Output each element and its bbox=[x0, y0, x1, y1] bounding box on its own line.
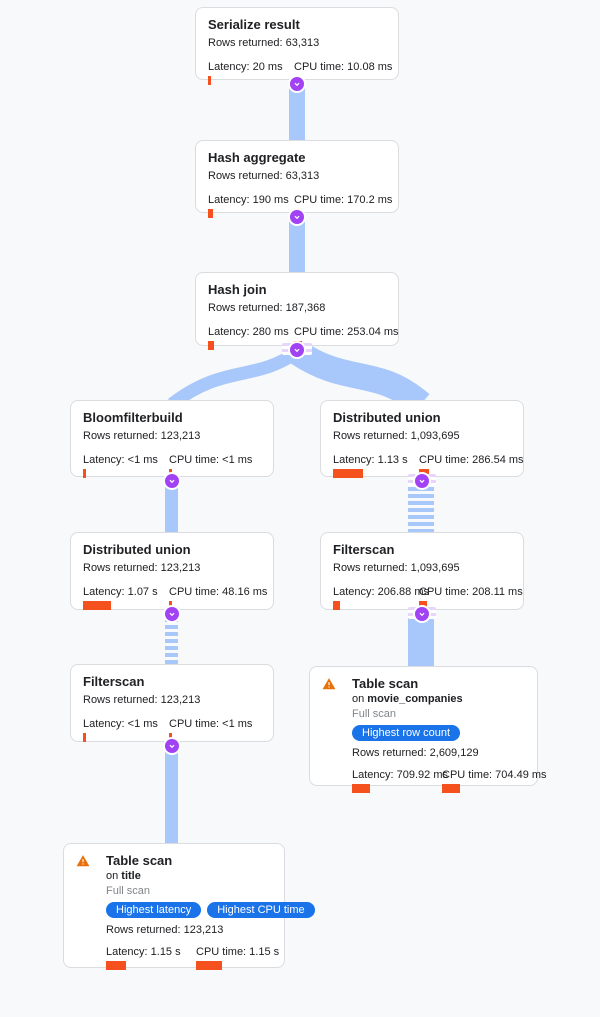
node-title: Hash join bbox=[208, 282, 267, 297]
latency-bar bbox=[333, 601, 340, 610]
flow-edge-hashjoin-split bbox=[168, 346, 430, 408]
node-title: Table scan bbox=[352, 676, 419, 691]
flow-edge-hashagg-hashjoin bbox=[289, 212, 305, 273]
flow-edge-bloom-distunion bbox=[165, 476, 178, 533]
cpu-time-bar bbox=[169, 469, 172, 478]
latency-bar bbox=[106, 961, 126, 970]
node-title: Bloomfilterbuild bbox=[83, 410, 183, 425]
latency-bar bbox=[208, 209, 213, 218]
chevron-down-icon bbox=[169, 612, 175, 617]
flow-edge-distunion-filterscan-left bbox=[165, 618, 178, 665]
plan-node-filterscan-left[interactable]: Filterscan Rows returned: 123,213 Latenc… bbox=[70, 664, 274, 753]
cpu-time-bar bbox=[196, 961, 222, 970]
rows-returned: Rows returned: 1,093,695 bbox=[333, 430, 460, 442]
chevron-down-icon bbox=[419, 612, 425, 617]
cpu-time-bar bbox=[442, 784, 460, 793]
plan-node-serialize-result[interactable]: Serialize result Rows returned: 63,313 L… bbox=[195, 7, 399, 91]
rows-returned: Rows returned: 123,213 bbox=[83, 430, 201, 442]
rows-returned: Rows returned: 63,313 bbox=[208, 170, 320, 182]
warning-icon bbox=[76, 855, 90, 867]
node-title: Filterscan bbox=[83, 674, 145, 689]
plan-node-bloomfilterbuild[interactable]: Bloomfilterbuild Rows returned: 123,213 … bbox=[70, 400, 274, 488]
node-title: Table scan bbox=[106, 853, 173, 868]
cpu-time-label: CPU time: 48.16 ms bbox=[169, 586, 268, 598]
collapse-node-button[interactable] bbox=[415, 474, 429, 488]
cpu-time-bar bbox=[169, 733, 172, 742]
highest-latency-badge: Highest latency bbox=[106, 902, 202, 918]
latency-label: Latency: 1.15 s bbox=[106, 946, 181, 958]
plan-node-hash-aggregate[interactable]: Hash aggregate Rows returned: 63,313 Lat… bbox=[195, 140, 399, 224]
scan-type: Full scan bbox=[106, 885, 151, 897]
cpu-time-label: CPU time: 286.54 ms bbox=[419, 454, 524, 466]
chevron-down-icon bbox=[294, 348, 300, 353]
chevron-down-icon bbox=[419, 479, 425, 484]
latency-label: Latency: 1.07 s bbox=[83, 586, 158, 598]
plan-node-filterscan-right[interactable]: Filterscan Rows returned: 1,093,695 Late… bbox=[320, 532, 524, 621]
cpu-time-label: CPU time: 1.15 s bbox=[196, 946, 280, 958]
plan-node-table-scan-movie-companies[interactable]: Table scan on movie_companies Full scan … bbox=[309, 666, 547, 793]
cpu-time-label: CPU time: 170.2 ms bbox=[294, 194, 393, 206]
highest-cpu-time-badge: Highest CPU time bbox=[207, 902, 315, 918]
latency-label: Latency: <1 ms bbox=[83, 454, 158, 466]
plan-node-hash-join[interactable]: Hash join Rows returned: 187,368 Latency… bbox=[195, 272, 399, 357]
cpu-time-bar bbox=[169, 601, 172, 610]
latency-bar bbox=[83, 733, 86, 742]
latency-bar bbox=[208, 341, 214, 350]
scan-type: Full scan bbox=[352, 708, 397, 720]
rows-returned: Rows returned: 2,609,129 bbox=[352, 747, 479, 759]
plan-node-distributed-union-right[interactable]: Distributed union Rows returned: 1,093,6… bbox=[320, 400, 524, 488]
latency-bar bbox=[333, 469, 363, 478]
cpu-time-label: CPU time: <1 ms bbox=[169, 454, 253, 466]
flow-edge-serialize-hashagg bbox=[289, 79, 305, 141]
latency-label: Latency: 206.88 ms bbox=[333, 586, 430, 598]
collapse-node-button[interactable] bbox=[290, 343, 304, 357]
chevron-down-icon bbox=[169, 744, 175, 749]
latency-bar bbox=[352, 784, 370, 793]
collapse-node-button[interactable] bbox=[290, 77, 304, 91]
warning-icon bbox=[322, 678, 336, 690]
highest-row-count-badge: Highest row count bbox=[352, 725, 461, 741]
latency-label: Latency: 709.92 ms bbox=[352, 769, 449, 781]
latency-bar bbox=[83, 469, 86, 478]
chevron-down-icon bbox=[294, 82, 300, 87]
node-title: Serialize result bbox=[208, 17, 300, 32]
cpu-time-label: CPU time: 10.08 ms bbox=[294, 61, 393, 73]
node-title: Hash aggregate bbox=[208, 150, 306, 165]
collapse-node-button[interactable] bbox=[165, 739, 179, 753]
plan-node-table-scan-title[interactable]: Table scan on title Full scan Highest la… bbox=[63, 843, 315, 970]
plan-node-distributed-union-left[interactable]: Distributed union Rows returned: 123,213… bbox=[70, 532, 274, 621]
chevron-down-icon bbox=[294, 215, 300, 220]
cpu-time-bar bbox=[419, 601, 427, 610]
scan-target: on movie_companies bbox=[352, 693, 463, 705]
latency-label: Latency: <1 ms bbox=[83, 718, 158, 730]
node-title: Distributed union bbox=[333, 410, 441, 425]
latency-label: Latency: 280 ms bbox=[208, 326, 289, 338]
node-title: Filterscan bbox=[333, 542, 395, 557]
rows-returned: Rows returned: 63,313 bbox=[208, 37, 320, 49]
rows-returned: Rows returned: 1,093,695 bbox=[333, 562, 460, 574]
cpu-time-label: CPU time: <1 ms bbox=[169, 718, 253, 730]
chevron-down-icon bbox=[169, 479, 175, 484]
node-title: Distributed union bbox=[83, 542, 191, 557]
collapse-node-button[interactable] bbox=[165, 474, 179, 488]
collapse-node-button[interactable] bbox=[415, 607, 429, 621]
rows-returned: Rows returned: 187,368 bbox=[208, 302, 326, 314]
rows-returned: Rows returned: 123,213 bbox=[106, 924, 224, 936]
latency-label: Latency: 190 ms bbox=[208, 194, 289, 206]
rows-returned: Rows returned: 123,213 bbox=[83, 562, 201, 574]
latency-label: Latency: 1.13 s bbox=[333, 454, 408, 466]
rows-returned: Rows returned: 123,213 bbox=[83, 694, 201, 706]
scan-target: on title bbox=[106, 870, 141, 882]
cpu-time-label: CPU time: 704.49 ms bbox=[442, 769, 547, 781]
collapse-node-button[interactable] bbox=[290, 210, 304, 224]
latency-bar bbox=[208, 76, 211, 85]
flow-edge-filterscan-tablescan-left bbox=[165, 741, 178, 844]
cpu-time-label: CPU time: 208.11 ms bbox=[419, 586, 523, 598]
collapse-node-button[interactable] bbox=[165, 607, 179, 621]
latency-label: Latency: 20 ms bbox=[208, 61, 283, 73]
flow-edge-distunion-filterscan-right bbox=[408, 487, 434, 533]
cpu-time-label: CPU time: 253.04 ms bbox=[294, 326, 399, 338]
latency-bar bbox=[83, 601, 111, 610]
cpu-time-bar bbox=[419, 469, 429, 478]
